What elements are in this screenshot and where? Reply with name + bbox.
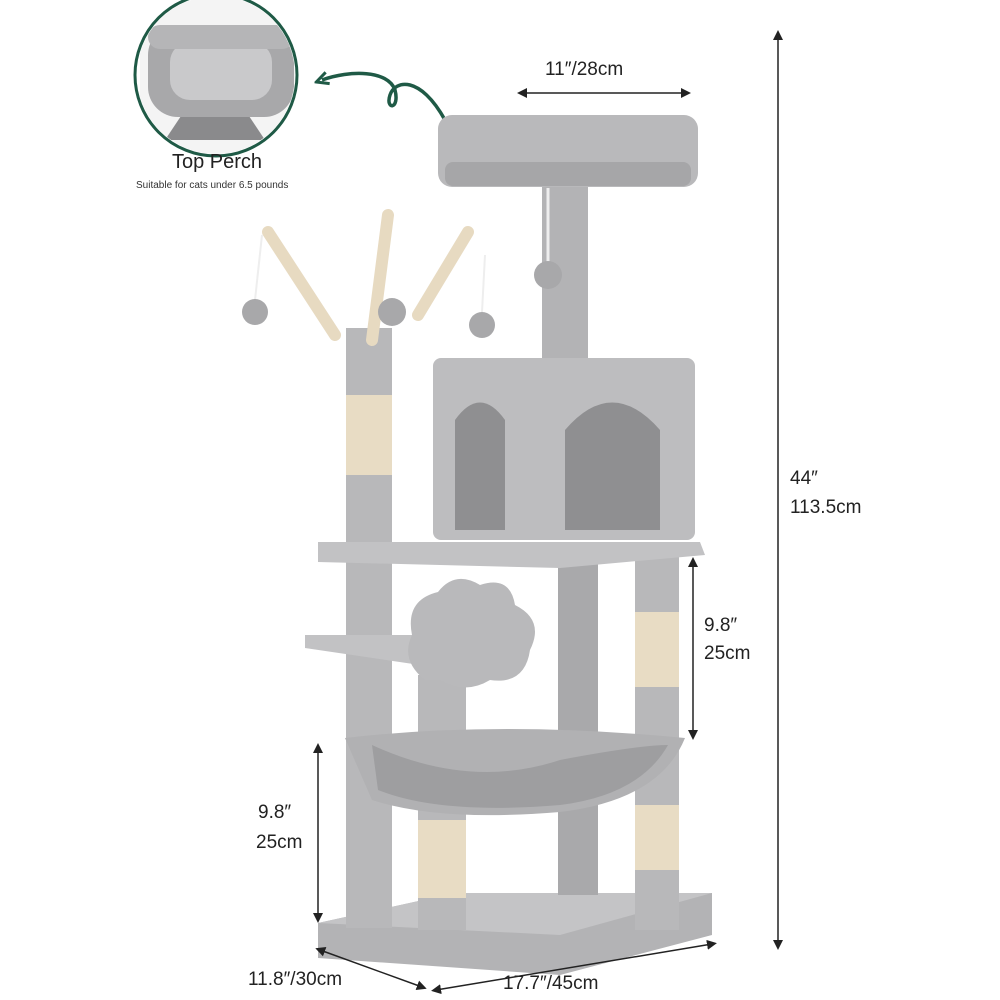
top-width-label: 11″/28cm bbox=[545, 59, 624, 80]
upper-gap-cm-label: 25cm bbox=[704, 643, 751, 664]
pointer-arrow bbox=[322, 73, 447, 121]
middle-platform bbox=[318, 542, 705, 568]
height-cm-label: 113.5cm bbox=[790, 497, 862, 518]
base-width-label: 17.7″/45cm bbox=[503, 973, 599, 994]
upper-gap-inches-label: 9.8″ bbox=[704, 615, 738, 636]
back-post bbox=[558, 555, 598, 895]
dimension-lines bbox=[313, 30, 783, 995]
top-perch-closeup-image bbox=[140, 0, 295, 154]
callout-title: Top Perch bbox=[172, 151, 263, 173]
lower-gap-inches-label: 9.8″ bbox=[258, 802, 292, 823]
top-perch-callout bbox=[133, 0, 299, 158]
lower-gap-cm-label: 25cm bbox=[256, 832, 303, 853]
side-step bbox=[305, 635, 420, 665]
cat-tree-image bbox=[242, 115, 712, 975]
base-depth-label: 11.8″/30cm bbox=[248, 969, 343, 990]
callout-subtitle: Suitable for cats under 6.5 pounds bbox=[136, 180, 289, 191]
base-depth-line bbox=[315, 947, 427, 990]
base-width-line bbox=[431, 939, 717, 995]
height-inches-label: 44″ bbox=[790, 468, 818, 489]
cloud-platform bbox=[408, 578, 535, 688]
